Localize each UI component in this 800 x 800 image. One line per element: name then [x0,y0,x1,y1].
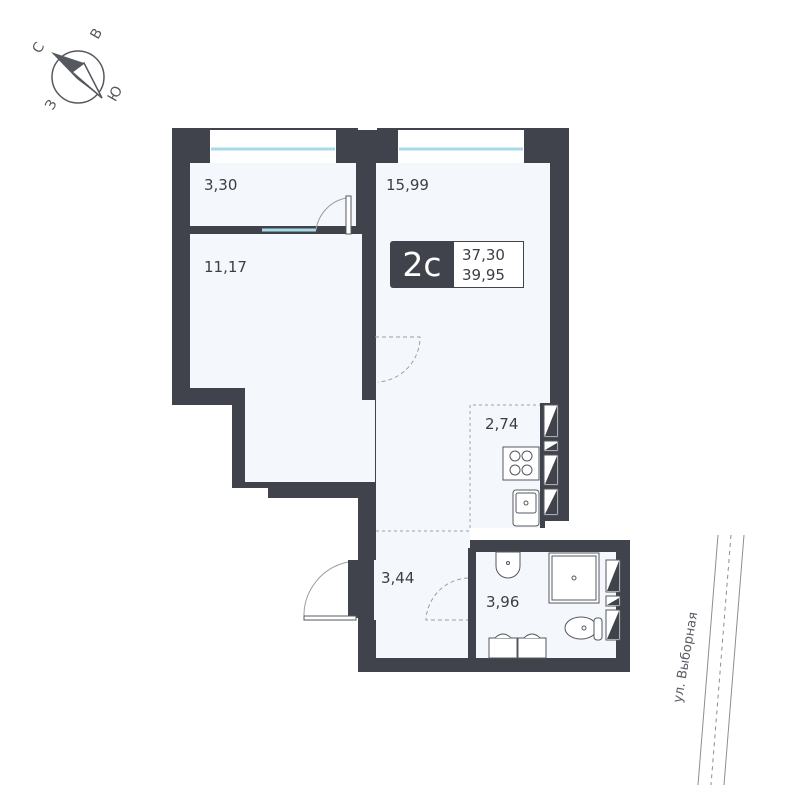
toilet-icon [564,616,603,641]
stove-icon [502,446,540,481]
ventilation-shafts [543,404,559,516]
area-label-loggia: 3,30 [204,176,237,194]
windows [190,130,524,234]
area-label-hallway: 3,44 [381,569,414,587]
room-bedroom-floor [190,234,375,482]
room-loggia-floor [190,163,356,226]
apartment-areas-badge: 37,30 39,95 [454,241,524,288]
compass-icon [51,50,105,104]
apartment-type-badge: 2с [390,241,454,288]
doors [303,195,469,621]
door-loggia-swing [315,197,347,231]
living-area-value: 37,30 [462,246,505,264]
street-lines [697,534,745,786]
washing-machine-icon [488,633,547,659]
area-label-living-room: 15,99 [386,176,429,194]
area-label-bathroom: 3,96 [486,593,519,611]
door-bathroom-swing [425,577,469,621]
total-area-value: 39,95 [462,266,505,284]
area-label-kitchen: 2,74 [485,415,518,433]
kitchen-zone-boundary [376,404,540,532]
bathroom-shafts [605,559,621,641]
door-entrance-swing [303,561,349,619]
shower-icon [548,552,600,604]
sink-icon [512,489,540,527]
area-label-bedroom: 11,17 [204,258,247,276]
bathroom-sink-icon [495,551,521,579]
